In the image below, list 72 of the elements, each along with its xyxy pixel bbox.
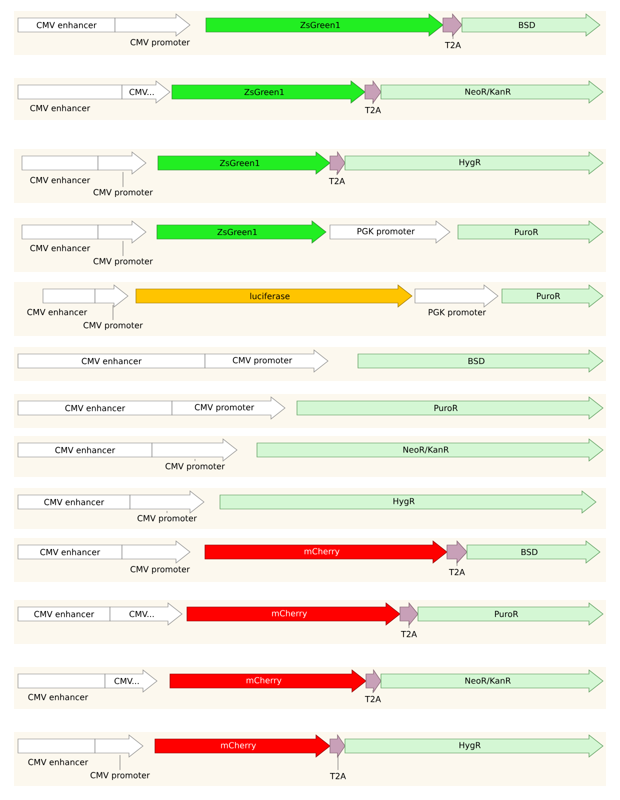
gene-feature: BSD (358, 349, 604, 373)
node-label: CMV promoter (94, 258, 153, 266)
enhancer-feature: CMV enhancer (18, 606, 110, 622)
gene-feature: NeoR/KanR (256, 438, 604, 462)
node-label: T2A (448, 568, 465, 576)
gene-feature: T2A (330, 734, 346, 780)
gene-feature: NeoR/KanR (380, 669, 604, 693)
gene-feature: HygR (220, 490, 596, 514)
gene-feature: luciferase (136, 284, 412, 308)
gene-feature: PGK promoter (414, 284, 498, 317)
gene-feature: T2A (364, 80, 382, 114)
gene-feature: CMV promoter (152, 438, 238, 471)
node-label: CMV promoter (90, 772, 150, 780)
node-label: CMV promoter (94, 189, 153, 197)
gene-feature: CMV... (104, 669, 158, 693)
node-label: CMV enhancer (28, 758, 88, 766)
node-label: CMV promoter (130, 39, 190, 47)
node-label: PGK promoter (428, 309, 486, 317)
gene-feature: T2A (364, 669, 382, 702)
gene-feature: PuroR (502, 284, 604, 308)
node-label: CMV promoter (166, 463, 225, 471)
node-label: T2A (330, 772, 346, 780)
gene-feature: PuroR (458, 220, 604, 244)
gene-feature: CMV... (110, 602, 182, 626)
gene-feature: CMV promoter (130, 490, 204, 523)
gene-feature: CMV promoter (114, 13, 190, 47)
gene-feature: T2A (328, 151, 346, 184)
node-label: CMV enhancer (30, 104, 90, 112)
gene-feature: mCherry (154, 734, 330, 758)
gene-feature: PuroR (296, 396, 604, 420)
enhancer-feature: CMV enhancer (18, 84, 122, 112)
node-label: T2A (328, 178, 345, 184)
enhancer-feature: CMV enhancer (27, 288, 96, 316)
gene-feature: ZsGreen1 (158, 151, 330, 175)
node-label: CMV enhancer (30, 244, 90, 252)
node-label: CMV promoter (84, 322, 143, 330)
gene-feature: HygR (344, 734, 604, 758)
node-label: CMV promoter (138, 515, 197, 523)
node-label: T2A (400, 630, 417, 638)
gene-feature: mCherry (186, 602, 400, 626)
gene-feature: ZsGreen1 (172, 80, 366, 104)
enhancer-feature: CMV enhancer (18, 674, 106, 700)
enhancer-feature: CMV enhancer (18, 400, 172, 416)
node-label: T2A (364, 696, 381, 702)
gene-feature: CMV... (122, 80, 170, 104)
gene-feature: mCherry (170, 669, 366, 693)
gene-feature: PGK promoter (330, 220, 450, 244)
gene-feature: BSD (466, 540, 600, 564)
gene-feature: T2A (442, 13, 462, 48)
enhancer-feature: CMV enhancer (18, 494, 130, 510)
gene-feature: HygR (344, 151, 604, 175)
enhancer-feature: CMV enhancer (18, 442, 152, 458)
gene-feature: T2A (446, 540, 468, 576)
node-label: CMV enhancer (28, 694, 88, 700)
gene-feature: ZsGreen1 (206, 13, 444, 37)
node-label: T2A (444, 42, 461, 48)
enhancer-feature: CMV enhancer (18, 544, 122, 560)
node-label: T2A (364, 106, 381, 114)
gene-feature: NeoR/KanR (380, 80, 604, 104)
enhancer-feature: CMV enhancer (18, 354, 206, 368)
gene-feature: BSD (462, 13, 600, 37)
node-label: CMV enhancer (30, 176, 90, 184)
gene-feature: CMV promoter (122, 540, 190, 574)
gene-feature: ZsGreen1 (156, 220, 326, 244)
enhancer-feature: CMV enhancer (18, 18, 116, 32)
gene-feature: PuroR (418, 602, 604, 626)
gene-feature: mCherry (204, 540, 448, 564)
node-label: CMV promoter (130, 566, 190, 574)
gene-feature: CMV promoter (204, 349, 328, 373)
gene-feature: T2A (400, 602, 418, 638)
node-label: CMV enhancer (27, 308, 88, 316)
gene-feature: CMV promoter (172, 396, 286, 420)
